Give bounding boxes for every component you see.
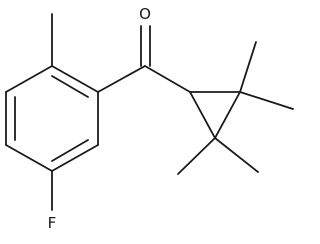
fluorine-atom-label: F (48, 214, 57, 232)
aromatic-inner-bond-3 (51, 139, 89, 162)
cyclopropyl-methyl-bond-1 (239, 41, 257, 93)
cyclopropyl-methyl-bond-2 (239, 91, 294, 110)
carbonyl-to-aryl-bond (97, 65, 146, 93)
ring-bond-4 (5, 144, 53, 172)
cyclopropane-bond-2 (214, 91, 241, 139)
cyclopropyl-methyl-bond-4 (214, 137, 259, 173)
ring-bond-5 (51, 144, 99, 172)
oxygen-atom-label: O (139, 5, 151, 23)
aromatic-inner-bond-1 (51, 75, 89, 98)
carbonyl-to-cyclopropyl-bond (144, 65, 191, 93)
ring-bond-1 (51, 65, 99, 93)
cyclopropane-bond-3 (189, 91, 216, 139)
molecule-structure: O F (5, 5, 294, 232)
ring-bond-2 (5, 65, 53, 93)
cyclopropyl-methyl-bond-3 (177, 137, 216, 175)
